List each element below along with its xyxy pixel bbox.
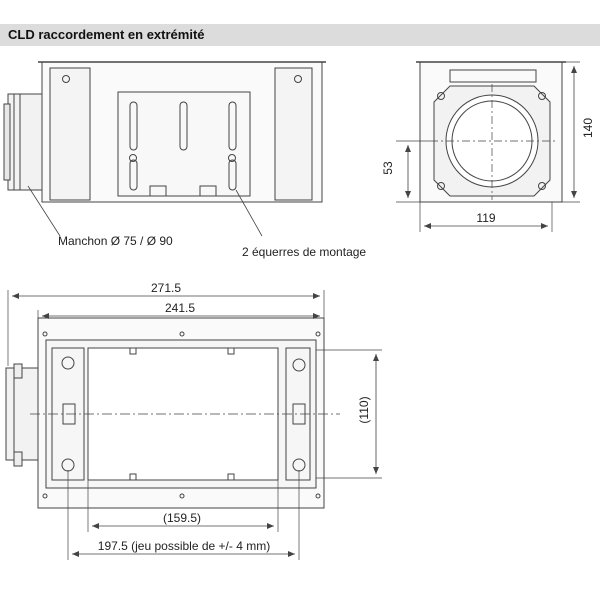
- bracket-screw: [228, 154, 236, 162]
- front-view-top-plate: [449, 69, 537, 83]
- side-view-right-flange: [274, 67, 313, 201]
- flange-screw: [538, 182, 546, 190]
- section-header: CLD raccordement en extrémité: [0, 24, 600, 46]
- dimension-110: (110): [357, 396, 371, 423]
- side-view-screw: [62, 75, 70, 83]
- flange-screw: [437, 182, 445, 190]
- bracket-screw: [129, 154, 137, 162]
- plan-screw: [61, 356, 75, 370]
- label-equerres: 2 équerres de montage: [242, 245, 366, 259]
- bracket-slot: [129, 101, 138, 151]
- dimension-241-5: 241.5: [165, 301, 195, 315]
- dimension-53: 53: [381, 161, 395, 175]
- dimension-159-5: (159.5): [163, 511, 201, 525]
- bracket-slot: [179, 101, 188, 151]
- bracket-slot: [129, 159, 138, 191]
- dimension-140: 140: [581, 118, 595, 138]
- bracket-slot: [228, 159, 237, 191]
- side-view-screw: [294, 75, 302, 83]
- section-title: CLD raccordement en extrémité: [8, 27, 205, 42]
- bracket-slot: [228, 101, 237, 151]
- plan-view: [5, 290, 382, 560]
- dimension-119: 119: [476, 211, 495, 225]
- dimension-271-5: 271.5: [151, 281, 181, 295]
- plan-screw: [292, 358, 306, 372]
- spigot-sleeve: [7, 93, 43, 191]
- side-view: [3, 61, 326, 237]
- flange-screw: [437, 92, 445, 100]
- bracket-tab: [149, 185, 167, 197]
- bracket-tab: [199, 185, 217, 197]
- dimension-197-5: 197.5 (jeu possible de +/- 4 mm): [98, 539, 270, 553]
- duct-opening: [445, 94, 539, 188]
- side-view-left-flange: [49, 67, 91, 201]
- label-manchon: Manchon Ø 75 / Ø 90: [58, 234, 173, 248]
- flange-screw: [538, 92, 546, 100]
- mounting-bracket: [117, 91, 251, 197]
- front-view: [396, 61, 580, 232]
